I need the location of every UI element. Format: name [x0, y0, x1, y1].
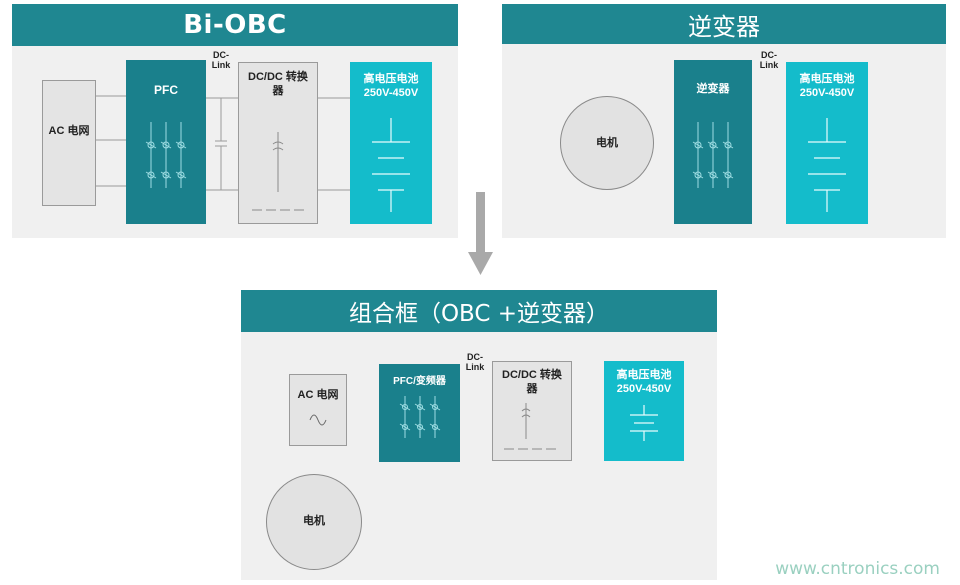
- dc-link-label: DC-Link: [211, 50, 231, 70]
- combined-pfc-inverter-label: PFC/变频器: [393, 376, 446, 387]
- inverter-label: 逆变器: [696, 83, 730, 95]
- inverter-battery-icon: [808, 118, 846, 212]
- inverter-transistor-icon: [692, 122, 734, 188]
- combined-ac-grid-label: AC 电网: [297, 389, 339, 401]
- combined-title: 组合框（OBC +逆变器）: [241, 290, 717, 332]
- combined-dcdc-converter-block: [492, 361, 572, 461]
- inverter-dc-link-label: DC-Link: [759, 50, 779, 70]
- dcdc-converter-label: DC/DC 转换器: [248, 71, 308, 97]
- combined-dcdc-converter-label: DC/DC 转换器: [502, 369, 562, 395]
- combined-ac-grid-block: [289, 374, 347, 446]
- motor-circle: [560, 96, 654, 190]
- pfc-label: PFC: [154, 83, 178, 97]
- inverter-title: 逆变器: [502, 4, 946, 44]
- pfc-transistor-icon: [145, 122, 187, 188]
- dcdc-transformer-icon: [252, 132, 304, 211]
- combined-motor-circle: [266, 474, 362, 570]
- combined-battery-icon: [630, 405, 658, 441]
- bi-obc-title: Bi-OBC: [12, 4, 458, 46]
- ac-grid-block: [42, 80, 96, 206]
- combined-motor-label: 电机: [303, 515, 325, 527]
- watermark: www.cntronics.com: [775, 559, 940, 579]
- combined-transistor-icon: [399, 396, 441, 438]
- motor-label: 电机: [596, 137, 618, 149]
- combined-dc-link-label: DC-Link: [465, 352, 485, 372]
- ac-grid-label: AC 电网: [48, 125, 90, 137]
- combined-dcdc-transformer-icon: [504, 403, 556, 450]
- ac-sine-icon: [309, 414, 327, 426]
- battery-icon: [372, 118, 410, 212]
